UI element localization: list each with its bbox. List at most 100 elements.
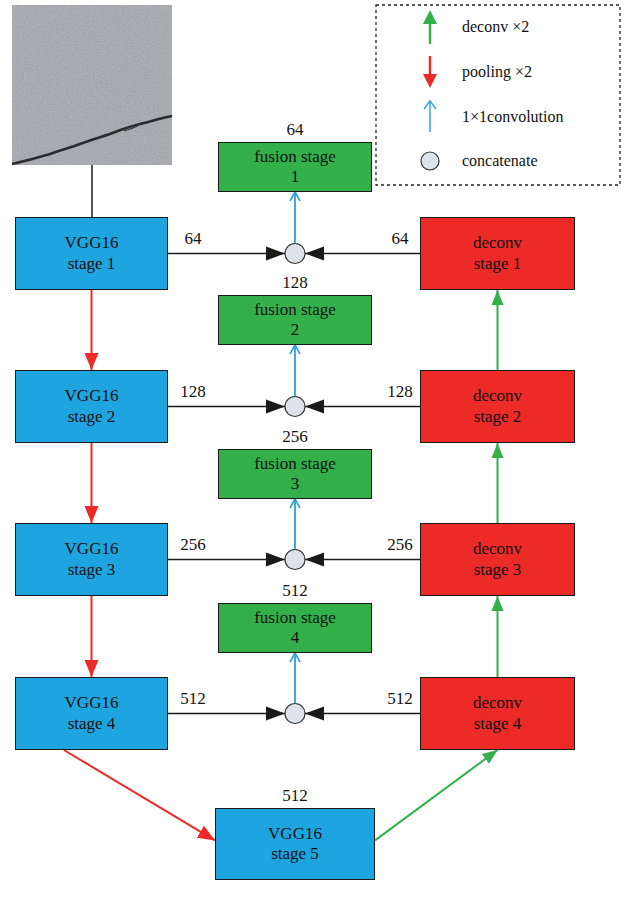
channel-count: 512 [282,786,308,806]
connector [497,596,498,677]
fusion-stage: fusion stage 3 [218,449,372,499]
stage-name: VGG16 stage 2 [49,386,135,427]
fusion-stage: fusion stage 2 [218,295,372,345]
connector-line [305,713,420,715]
arrow-head [423,10,437,24]
legend-text: deconv ×2 [462,18,529,36]
connector-line [168,713,285,715]
channel-count: 512 [282,581,308,601]
connector-line [294,653,295,704]
arrow-shaft [429,22,432,44]
stage-name: fusion stage 2 [252,300,338,341]
connector-line [375,750,498,840]
channel-count: 128 [387,382,413,402]
legend-conv-arrow [424,101,436,132]
connector [375,750,498,840]
connector-line [497,290,499,370]
channel-count: 64 [185,229,202,249]
stage-name: VGG16 stage 5 [252,824,338,865]
connector [64,750,215,840]
arrow-head [424,101,436,109]
legend-text: 1×1convolution [462,108,563,126]
connector-line [305,406,420,408]
fusion-stage: fusion stage 4 [218,603,372,653]
stage-name: fusion stage 4 [252,608,338,649]
channel-count: 512 [180,689,206,709]
concat-circle [285,704,305,724]
channel-count: 256 [387,535,413,555]
connector [168,499,295,560]
channel-count: 64 [287,120,304,140]
concat-circle [285,244,305,264]
connector [497,443,498,523]
channel-count: 512 [387,689,413,709]
crack-branch [124,124,140,131]
encoder-stage: VGG16 stage 2 [15,370,168,443]
stage-name: deconv stage 2 [455,386,541,427]
crack-line [12,116,172,164]
connector-line [294,192,295,244]
encoder-stage: VGG16 stage 4 [15,677,168,750]
stage-name: deconv stage 4 [455,693,541,734]
connector-line [497,596,499,677]
connector [91,443,92,523]
stage-name: deconv stage 1 [455,233,541,274]
connector-line [91,290,93,370]
fusion-stage: fusion stage 1 [218,142,372,192]
channel-count: 128 [282,273,308,293]
connector-line [305,253,420,255]
encoder-stage: VGG16 stage 5 [215,808,375,880]
connector [295,192,420,254]
connector [295,345,420,407]
encoder-stage: VGG16 stage 3 [15,523,168,596]
photo-texture [12,5,172,165]
legend-text: concatenate [462,152,538,170]
channel-count: 256 [282,427,308,447]
connector-line [294,345,295,397]
decoder-stage: deconv stage 1 [420,217,575,290]
connector-line [497,443,499,523]
photo-ground [12,5,172,165]
channel-count: 256 [180,535,206,555]
channel-count: 64 [392,229,409,249]
connector [91,596,92,677]
connector [168,192,295,254]
stage-name: fusion stage 1 [252,147,338,188]
connector [91,290,92,370]
decoder-stage: deconv stage 2 [420,370,575,443]
connector-line [168,406,285,408]
decoder-stage: deconv stage 4 [420,677,575,750]
legend-text: pooling ×2 [462,63,532,81]
legend-frame [376,5,620,185]
connector-line [294,499,295,550]
channel-count: 128 [180,382,206,402]
connector-line [294,192,295,244]
arrow-head [423,74,437,88]
connector-line [168,559,285,561]
concat-circle [285,550,305,570]
connector-line [91,443,93,523]
connector [168,345,295,407]
stage-name: VGG16 stage 1 [49,233,135,274]
connector-line [91,596,93,677]
connector [295,653,420,714]
connector [168,653,295,714]
concat-circle [285,397,305,417]
input-line [91,165,93,217]
stage-name: VGG16 stage 3 [49,539,135,580]
connector [497,290,498,370]
stage-name: VGG16 stage 4 [49,693,135,734]
encoder-stage: VGG16 stage 1 [15,217,168,290]
connector-line [168,253,285,255]
decoder-stage: deconv stage 3 [420,523,575,596]
connector-line [294,499,295,550]
stage-name: fusion stage 3 [252,454,338,495]
arrow-shaft [429,102,430,132]
connector-line [294,653,295,704]
legend-pooling-arrow [423,56,437,88]
connector-line [294,345,295,397]
stage-name: deconv stage 3 [455,539,541,580]
connector-line [305,559,420,561]
legend-concat-circle [421,152,439,170]
